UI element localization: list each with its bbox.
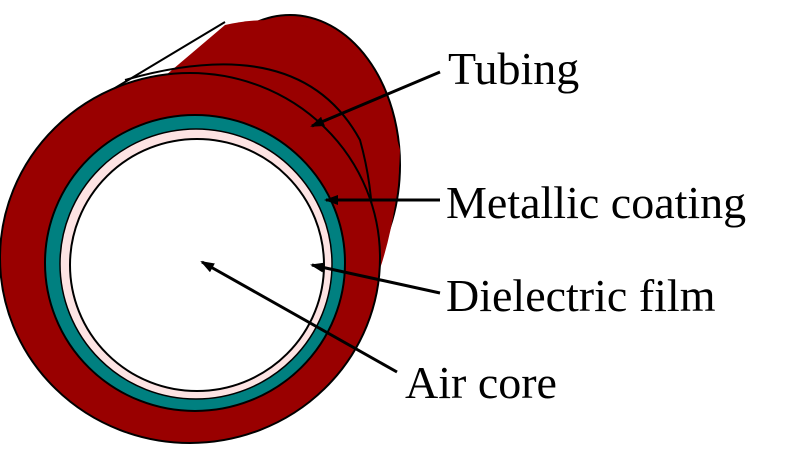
air-core-label: Air core [405,357,557,408]
tubing-label: Tubing [448,43,579,94]
air-core-arrow [200,260,398,374]
dielectric-film-arrow [310,262,441,295]
dielectric-film-label: Dielectric film [446,270,716,321]
metallic-coating-label: Metallic coating [446,177,746,228]
tubing-arrow [310,70,441,128]
air-core-circle [69,138,325,392]
